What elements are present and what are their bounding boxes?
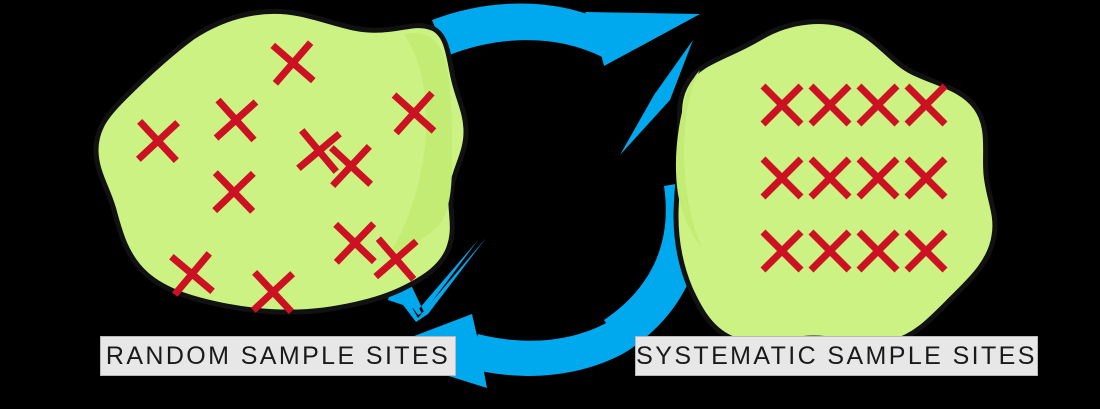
cross-mark xyxy=(373,236,419,282)
cycle-arrow-right xyxy=(620,40,693,155)
right-blob-shading xyxy=(675,70,702,248)
cross-mark xyxy=(760,229,804,273)
cross-mark xyxy=(135,118,181,164)
cycle-arrow-top xyxy=(432,3,700,66)
cross-mark xyxy=(856,83,900,127)
cross-mark xyxy=(169,251,215,297)
cross-mark xyxy=(212,170,256,214)
cross-mark xyxy=(213,97,259,143)
cross-mark xyxy=(391,90,437,136)
cross-mark xyxy=(328,143,374,189)
cycle-arrow-head-down-left xyxy=(378,238,486,322)
random-sample-sites-label: RANDOM SAMPLE SITES xyxy=(100,336,456,376)
cross-mark xyxy=(904,156,948,200)
left-crosses xyxy=(135,40,437,315)
cross-mark xyxy=(250,269,296,315)
cross-mark xyxy=(760,83,804,127)
cross-mark xyxy=(856,156,900,200)
cross-mark xyxy=(333,221,377,265)
cross-mark xyxy=(808,156,852,200)
cross-mark xyxy=(296,128,342,174)
systematic-sample-sites-label: SYSTEMATIC SAMPLE SITES xyxy=(635,336,1038,376)
left-blob-shading xyxy=(390,32,452,254)
cross-mark xyxy=(808,83,852,127)
cross-mark xyxy=(904,229,948,273)
right-crosses xyxy=(760,83,948,273)
cross-mark xyxy=(856,229,900,273)
cross-mark xyxy=(904,83,948,127)
left-blob-shape xyxy=(93,8,469,315)
cross-mark xyxy=(270,40,316,86)
cross-mark xyxy=(808,229,852,273)
cross-mark xyxy=(760,156,804,200)
